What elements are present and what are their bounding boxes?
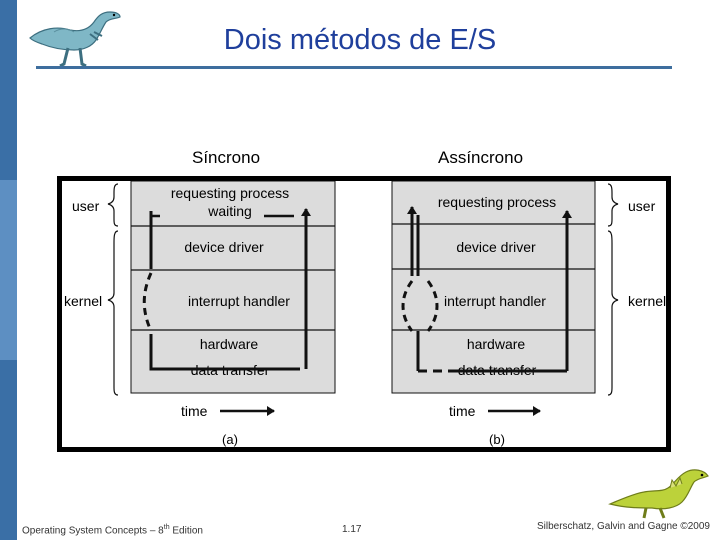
io-methods-figure: requesting process waiting device driver…: [57, 176, 671, 452]
dinosaur-bottom-right-icon: [608, 469, 709, 519]
sync-kernel-brace: [107, 230, 119, 396]
sync-kernel-label: kernel: [64, 293, 102, 309]
sync-layer-column: [130, 180, 336, 394]
footer-page-number: 1.17: [342, 524, 362, 535]
dinosaur-top-left-icon: [29, 11, 121, 68]
async-layer-hardware: hardware: [467, 336, 526, 352]
footer-book: Operating System Concepts – 8th Edition: [22, 524, 203, 537]
io-diagram: requesting process waiting device driver…: [64, 180, 666, 447]
async-kernel-label: kernel: [628, 293, 666, 309]
sync-dashed-arc: [142, 272, 153, 332]
async-layer-device-driver: device driver: [456, 239, 536, 255]
sync-layer-interrupt-handler: interrupt handler: [188, 293, 290, 309]
sync-caption: (a): [222, 432, 238, 447]
footer-authors: Silberschatz, Galvin and Gagne ©2009: [536, 521, 710, 532]
sync-layer-waiting: waiting: [207, 203, 252, 219]
title-rule: [36, 66, 672, 69]
sync-user-label: user: [72, 198, 100, 214]
async-time-label: time: [449, 403, 476, 419]
async-layer-requesting-process: requesting process: [438, 194, 556, 210]
async-dashed-arc: [401, 280, 439, 332]
sync-user-brace: [107, 183, 119, 227]
sync-label: Síncrono: [192, 148, 261, 167]
async-user-label: user: [628, 198, 656, 214]
async-user-brace: [607, 183, 619, 227]
sync-layer-hardware: hardware: [200, 336, 259, 352]
async-kernel-brace: [607, 230, 619, 396]
sync-layer-requesting-process: requesting process: [171, 185, 289, 201]
async-caption: (b): [489, 432, 505, 447]
async-layer-interrupt-handler: interrupt handler: [444, 293, 546, 309]
async-layer-column: [391, 180, 596, 394]
sync-time-label: time: [181, 403, 208, 419]
async-label: Assíncrono: [438, 148, 524, 167]
side-bar-highlight: [0, 180, 17, 360]
slide-title: Dois métodos de E/S: [223, 24, 497, 56]
sync-layer-device-driver: device driver: [184, 239, 264, 255]
